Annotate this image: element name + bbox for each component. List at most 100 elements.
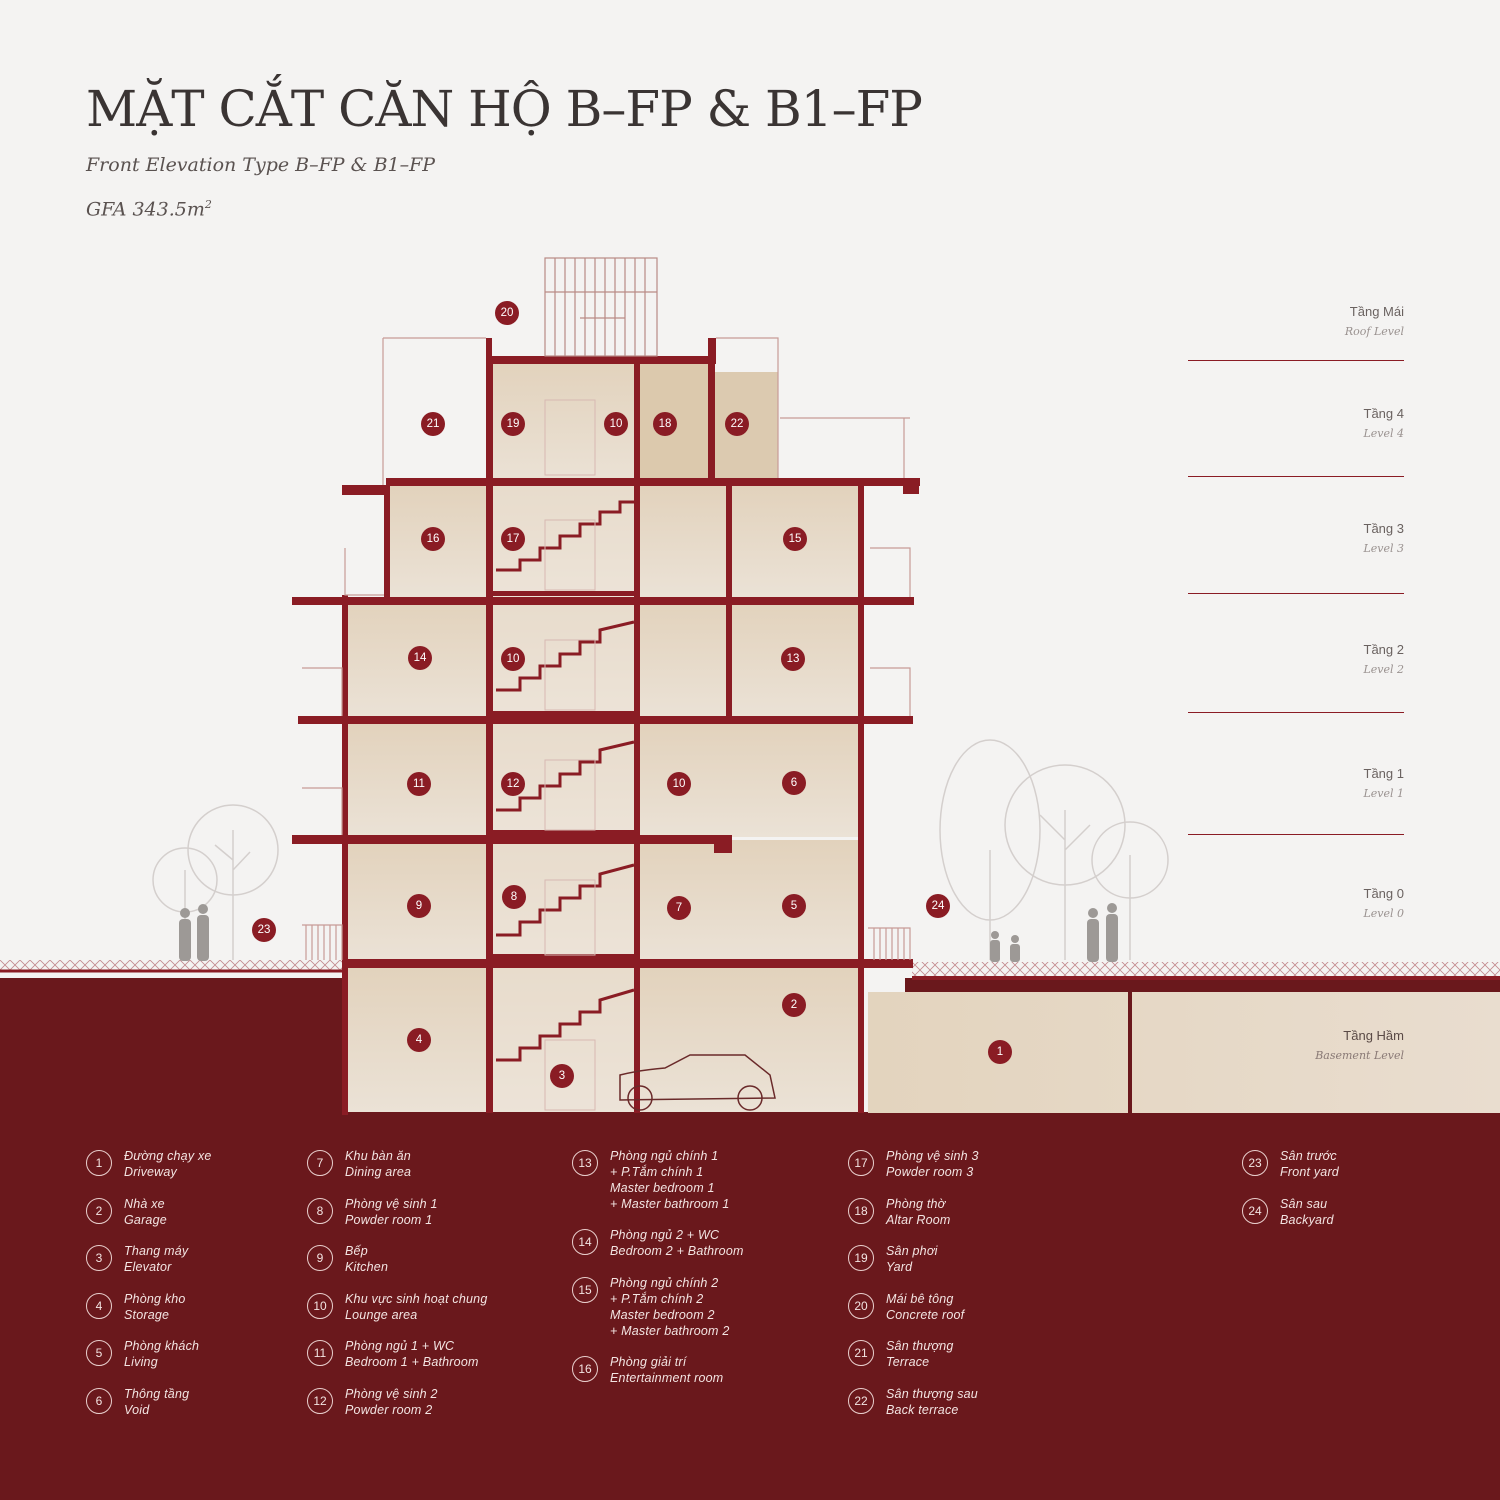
legend-number: 17 <box>848 1150 874 1176</box>
level-name-en: Level 1 <box>1363 787 1404 800</box>
room-marker: 3 <box>550 1064 574 1088</box>
level-4: Tầng 4 Level 4 <box>1188 406 1404 477</box>
legend-en: Elevator <box>124 1260 172 1274</box>
legend-number: 6 <box>86 1388 112 1414</box>
level-1: Tầng 1 Level 1 <box>1188 766 1404 835</box>
legend-en: Void <box>124 1403 150 1417</box>
legend-en: Backyard <box>1280 1213 1334 1227</box>
gfa-label: GFA 343.5m2 <box>86 198 212 220</box>
level-line <box>1188 476 1404 477</box>
mid-wall-lower <box>726 485 732 721</box>
level-name: Tầng 3 <box>1363 521 1404 536</box>
legend-en-2: + Master bathroom 1 <box>610 1197 730 1211</box>
stair-details <box>544 399 596 1111</box>
person-back-4-head <box>1107 903 1117 913</box>
room-marker: 13 <box>781 647 805 671</box>
room-marker: 10 <box>667 772 691 796</box>
terrace-slab <box>342 485 390 495</box>
car-wheel-front <box>627 1085 653 1111</box>
stair-flight-2 <box>496 740 635 812</box>
legend-vi: Phòng ngủ 2 + WC <box>610 1228 720 1242</box>
legend-en: Powder room 1 <box>345 1213 433 1227</box>
people <box>179 903 1118 962</box>
tree-front-large-trunk <box>214 830 251 960</box>
fill-stair-core <box>493 485 635 1112</box>
room-marker: 10 <box>604 412 628 436</box>
room-marker: 7 <box>667 896 691 920</box>
legend-number: 8 <box>307 1198 333 1224</box>
room-marker: 12 <box>501 772 525 796</box>
stair-landing-1 <box>493 591 635 596</box>
roof-parapet-left <box>486 338 492 364</box>
legend-en: Living <box>124 1355 158 1369</box>
level-name: Tầng Mái <box>1349 304 1404 319</box>
elevator-door-l1 <box>544 759 596 831</box>
elevator-door-l0 <box>544 879 596 956</box>
roof-parapet-right <box>708 338 716 364</box>
terrace-railing <box>382 337 486 485</box>
legend-en: Powder room 2 <box>345 1403 433 1417</box>
person-front-1-head <box>180 908 190 918</box>
level-3: Tầng 3 Level 3 <box>1188 521 1404 594</box>
front-yard-hatch <box>0 960 345 972</box>
legend-en: Concrete roof <box>886 1308 965 1322</box>
legend-number: 10 <box>307 1293 333 1319</box>
legend-number: 22 <box>848 1388 874 1414</box>
legend-vi: Thang máy <box>124 1244 189 1258</box>
room-marker: 8 <box>502 885 526 909</box>
room-marker: 23 <box>252 918 276 942</box>
balcony-railing-l3-front <box>344 548 384 596</box>
level-name: Tầng 1 <box>1363 766 1404 781</box>
structure <box>292 338 920 1115</box>
person-back-2-head <box>1011 935 1019 943</box>
person-back-3-body <box>1087 919 1099 962</box>
person-front-2-head <box>198 904 208 914</box>
level-name-en: Basement Level <box>1315 1049 1404 1062</box>
legend-number: 18 <box>848 1198 874 1224</box>
stair-flight-basement <box>496 988 635 1062</box>
gate-front <box>302 924 343 960</box>
elevator-door-basement <box>544 1039 596 1111</box>
person-back-4-body <box>1106 914 1118 962</box>
room-marker: 22 <box>725 412 749 436</box>
core-wall-right <box>634 356 640 1113</box>
room-marker: 9 <box>407 894 431 918</box>
back-terrace-upstand <box>903 478 919 494</box>
legend-en: Master bedroom 1 <box>610 1181 715 1195</box>
room-marker: 4 <box>407 1028 431 1052</box>
legend-en: Driveway <box>124 1165 177 1179</box>
level-0: Tầng 0 Level 0 <box>1188 886 1404 920</box>
level-name-en: Level 2 <box>1363 663 1404 676</box>
ground-mass-bottom <box>0 1112 1500 1500</box>
person-front-1-body <box>179 919 191 961</box>
gfa-unit-sup: 2 <box>204 198 212 211</box>
stair-landing-3 <box>493 830 635 835</box>
room-marker: 17 <box>501 527 525 551</box>
room-marker: 14 <box>408 646 432 670</box>
legend-number: 14 <box>572 1229 598 1255</box>
